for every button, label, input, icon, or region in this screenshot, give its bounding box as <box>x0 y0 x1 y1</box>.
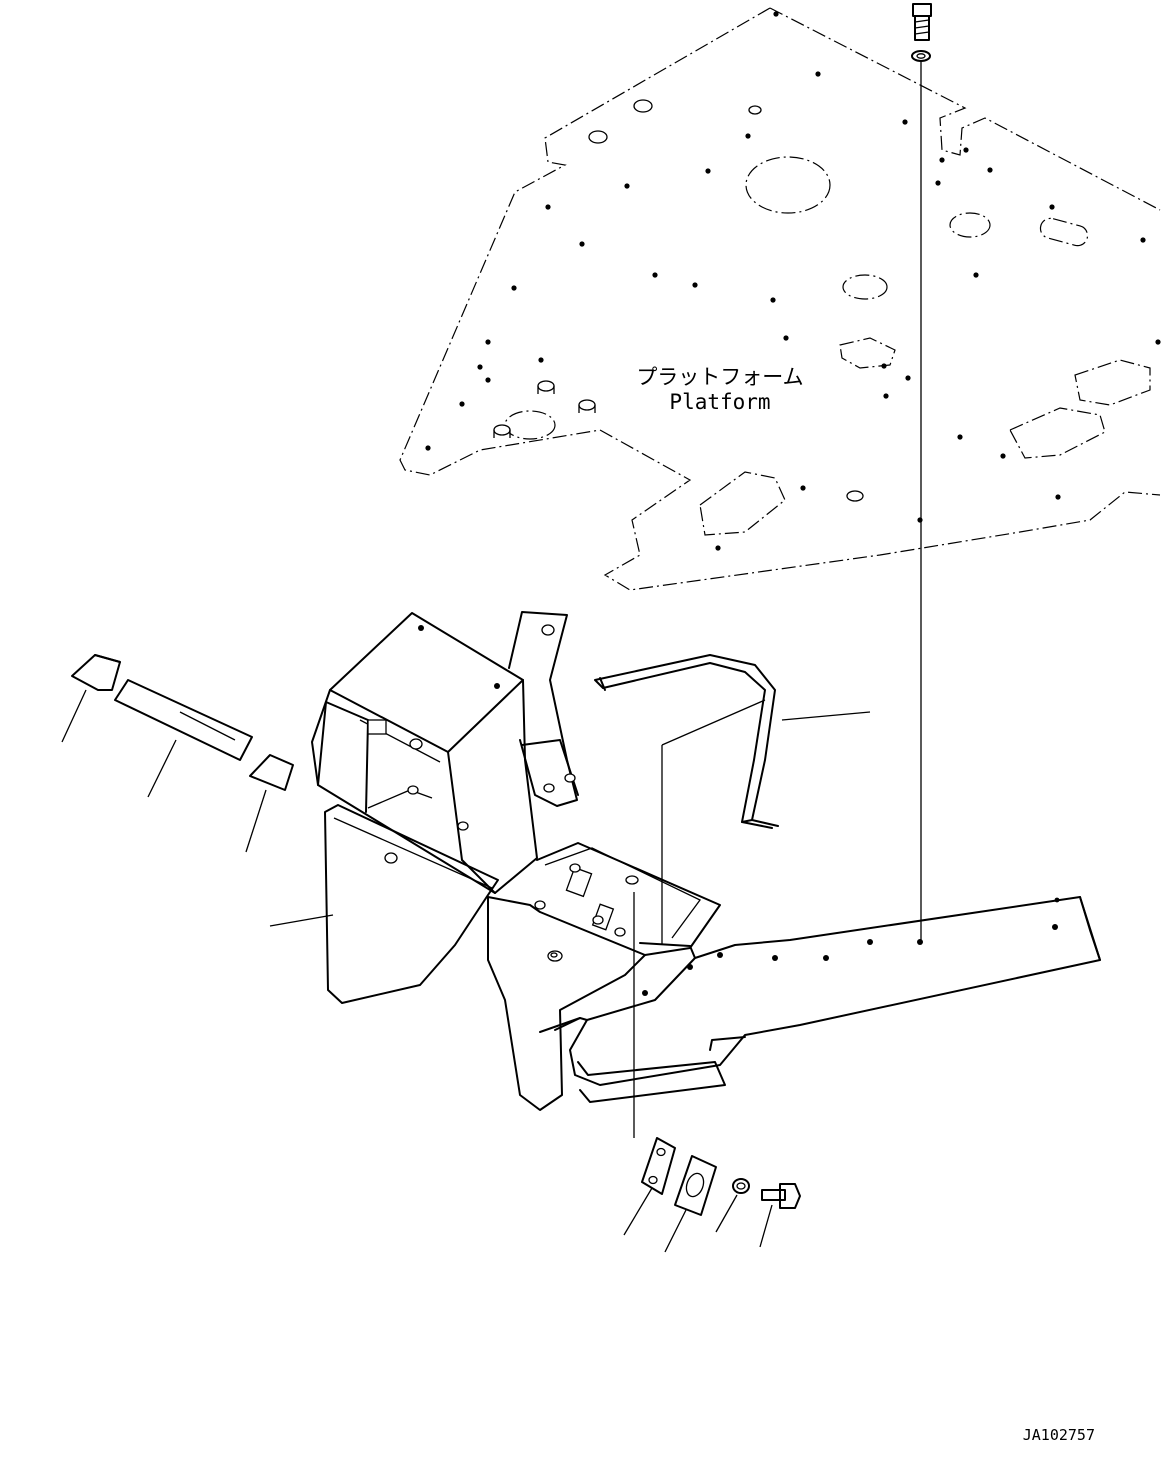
top-bolt <box>912 3 932 41</box>
leader-line <box>781 711 871 721</box>
leader-line <box>759 1204 773 1248</box>
gasket-plate <box>674 1155 717 1216</box>
long-arm-member <box>539 896 1101 1103</box>
handrail-rod <box>594 654 779 829</box>
leader-line <box>61 689 87 743</box>
leader-line <box>664 1209 687 1253</box>
top-washer <box>911 50 931 62</box>
rubber-block-2 <box>249 754 294 791</box>
platform-label-jp: プラットフォーム <box>636 365 803 389</box>
rubber-block-1 <box>71 654 121 691</box>
leader-line <box>623 1187 653 1236</box>
alignment-line <box>661 699 766 746</box>
side-cover-plate <box>324 804 499 1004</box>
leader-line <box>147 739 177 798</box>
leader-line <box>245 789 267 853</box>
rubber-bar <box>114 679 253 761</box>
spacer-plate <box>641 1137 676 1195</box>
leader-line <box>269 914 334 927</box>
leader-line <box>715 1194 738 1233</box>
platform-label-en: Platform <box>669 390 770 414</box>
washer-small <box>732 1178 750 1194</box>
bolt-small <box>761 1183 801 1209</box>
platform-outline <box>399 7 1161 591</box>
drawing-id: JA102757 <box>1023 1426 1095 1444</box>
console-bracket <box>311 611 721 1111</box>
